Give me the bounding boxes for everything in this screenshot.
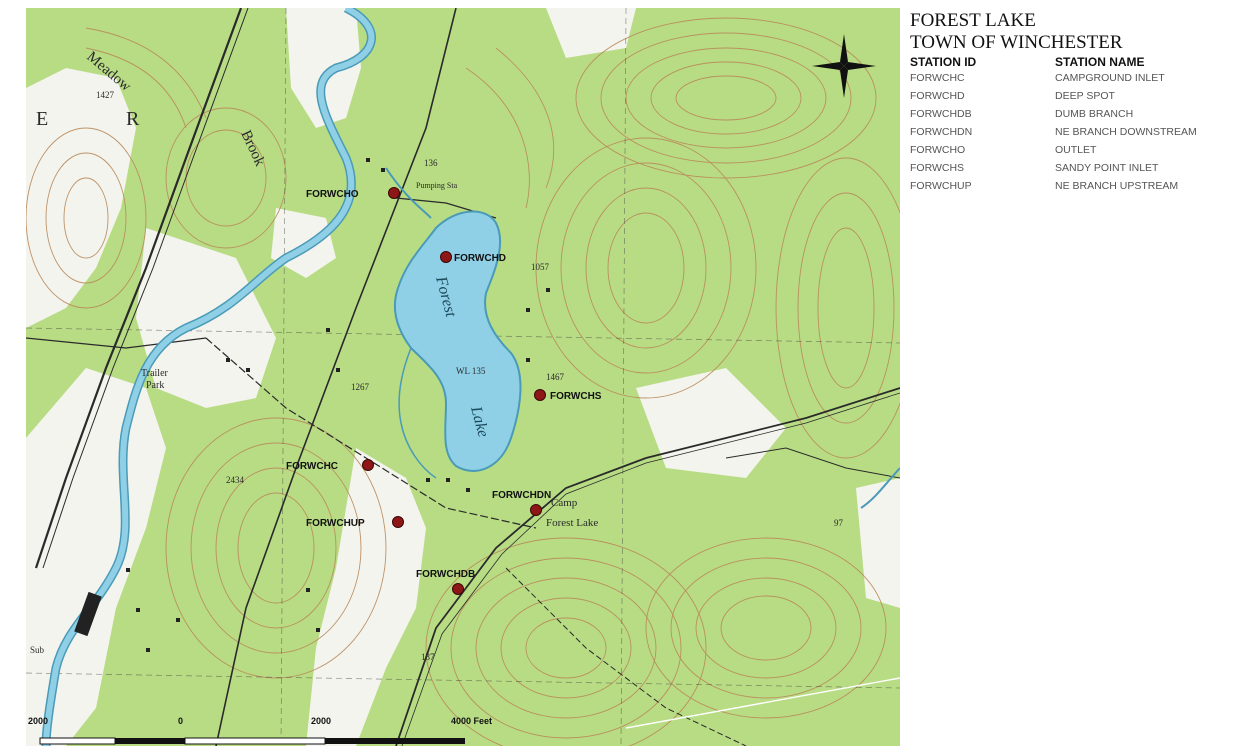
elevation-1267: 1267 xyxy=(351,382,370,392)
station-id-cell: FORWCHUP xyxy=(910,180,972,192)
camp-name-label: Forest Lake xyxy=(546,517,598,529)
station-table-header: STATION ID STATION NAME xyxy=(910,56,1240,69)
station-dot xyxy=(530,504,542,516)
station-id-cell: FORWCHO xyxy=(910,144,966,156)
station-id-cell: FORWCHDB xyxy=(910,108,972,120)
elevation-136: 136 xyxy=(424,158,438,168)
scale-tick-zero: 0 xyxy=(178,716,183,726)
table-row: FORWCHC CAMPGROUND INLET xyxy=(910,69,1240,87)
station-marker: FORWCHDB xyxy=(416,569,475,595)
station-label: FORWCHD xyxy=(454,253,506,264)
buildings xyxy=(74,158,550,652)
station-label: FORWCHDB xyxy=(416,569,475,580)
roads xyxy=(26,8,900,746)
station-marker: FORWCHC xyxy=(286,459,374,472)
header-station-name: STATION NAME xyxy=(1055,55,1145,69)
scale-tick-left: 2000 xyxy=(28,716,48,726)
station-table: STATION ID STATION NAME FORWCHC CAMPGROUN… xyxy=(910,56,1240,195)
map-grid xyxy=(26,8,900,746)
station-dot xyxy=(392,516,404,528)
station-name-cell: OUTLET xyxy=(1055,144,1097,156)
header-station-id: STATION ID xyxy=(910,55,977,69)
station-name-cell: SANDY POINT INLET xyxy=(1055,162,1159,174)
elevation-2434: 2434 xyxy=(226,475,245,485)
station-dot xyxy=(534,389,546,401)
grid-letter-e: E xyxy=(36,108,48,130)
station-name-cell: DEEP SPOT xyxy=(1055,90,1115,102)
camp-label: Camp xyxy=(551,497,578,509)
contour-lines xyxy=(26,17,900,746)
legend-title-lake: FOREST LAKE xyxy=(910,10,1036,31)
grid-letter-r: R xyxy=(126,108,140,130)
station-markers: FORWCHO FORWCHD FORWCHS FORWCHC FORWCHDN FORW… xyxy=(286,187,602,595)
pumping-label: Pumping Sta xyxy=(416,181,458,190)
station-dot xyxy=(362,459,374,471)
station-label: FORWCHC xyxy=(286,461,338,472)
table-row: FORWCHDB DUMB BRANCH xyxy=(910,105,1240,123)
scale-bar: 2000 0 2000 4000 Feet xyxy=(28,716,492,745)
north-arrow-icon xyxy=(812,34,876,98)
scale-tick-mid: 2000 xyxy=(311,716,331,726)
topographic-map: Forest Lake WL 135 Meadow Brook Trailer … xyxy=(26,8,900,746)
station-id-cell: FORWCHDN xyxy=(910,126,973,138)
station-id-cell: FORWCHD xyxy=(910,90,965,102)
elevation-1427: 1427 xyxy=(96,90,115,100)
legend-panel: FOREST LAKE TOWN OF WINCHESTER STATION I… xyxy=(910,10,1240,195)
station-label: FORWCHDN xyxy=(492,490,551,501)
forest-lake xyxy=(393,210,522,479)
station-name-cell: DUMB BRANCH xyxy=(1055,108,1134,120)
elevation-137: 137 xyxy=(421,652,435,662)
station-name-cell: CAMPGROUND INLET xyxy=(1055,72,1165,84)
station-name-cell: NE BRANCH DOWNSTREAM xyxy=(1055,126,1197,138)
station-id-cell: FORWCHS xyxy=(910,162,965,174)
station-label: FORWCHS xyxy=(550,391,602,402)
elevation-1057: 1057 xyxy=(531,262,550,272)
trailer-label: Trailer xyxy=(141,368,169,379)
scale-tick-right: 4000 Feet xyxy=(451,716,492,726)
station-dot xyxy=(388,187,400,199)
table-row: FORWCHO OUTLET xyxy=(910,141,1240,159)
elevation-97: 97 xyxy=(834,518,844,528)
station-dot xyxy=(440,251,452,263)
station-label: FORWCHUP xyxy=(306,518,365,529)
station-marker: FORWCHD xyxy=(440,251,506,264)
station-marker: FORWCHDN xyxy=(492,490,551,516)
table-row: FORWCHS SANDY POINT INLET xyxy=(910,159,1240,177)
elevation-1467: 1467 xyxy=(546,372,565,382)
station-marker: FORWCHO xyxy=(306,187,400,200)
station-name-cell: NE BRANCH UPSTREAM xyxy=(1055,180,1179,192)
table-row: FORWCHD DEEP SPOT xyxy=(910,87,1240,105)
sub-label: Sub xyxy=(30,645,45,655)
water-level-label: WL 135 xyxy=(456,366,486,376)
legend-title-town: TOWN OF WINCHESTER xyxy=(910,32,1123,53)
station-marker: FORWCHUP xyxy=(306,516,404,529)
table-row: FORWCHUP NE BRANCH UPSTREAM xyxy=(910,177,1240,195)
station-dot xyxy=(452,583,464,595)
station-label: FORWCHO xyxy=(306,189,359,200)
station-id-cell: FORWCHC xyxy=(910,72,965,84)
park-label: Park xyxy=(146,380,164,391)
table-row: FORWCHDN NE BRANCH DOWNSTREAM xyxy=(910,123,1240,141)
station-marker: FORWCHS xyxy=(534,389,602,402)
